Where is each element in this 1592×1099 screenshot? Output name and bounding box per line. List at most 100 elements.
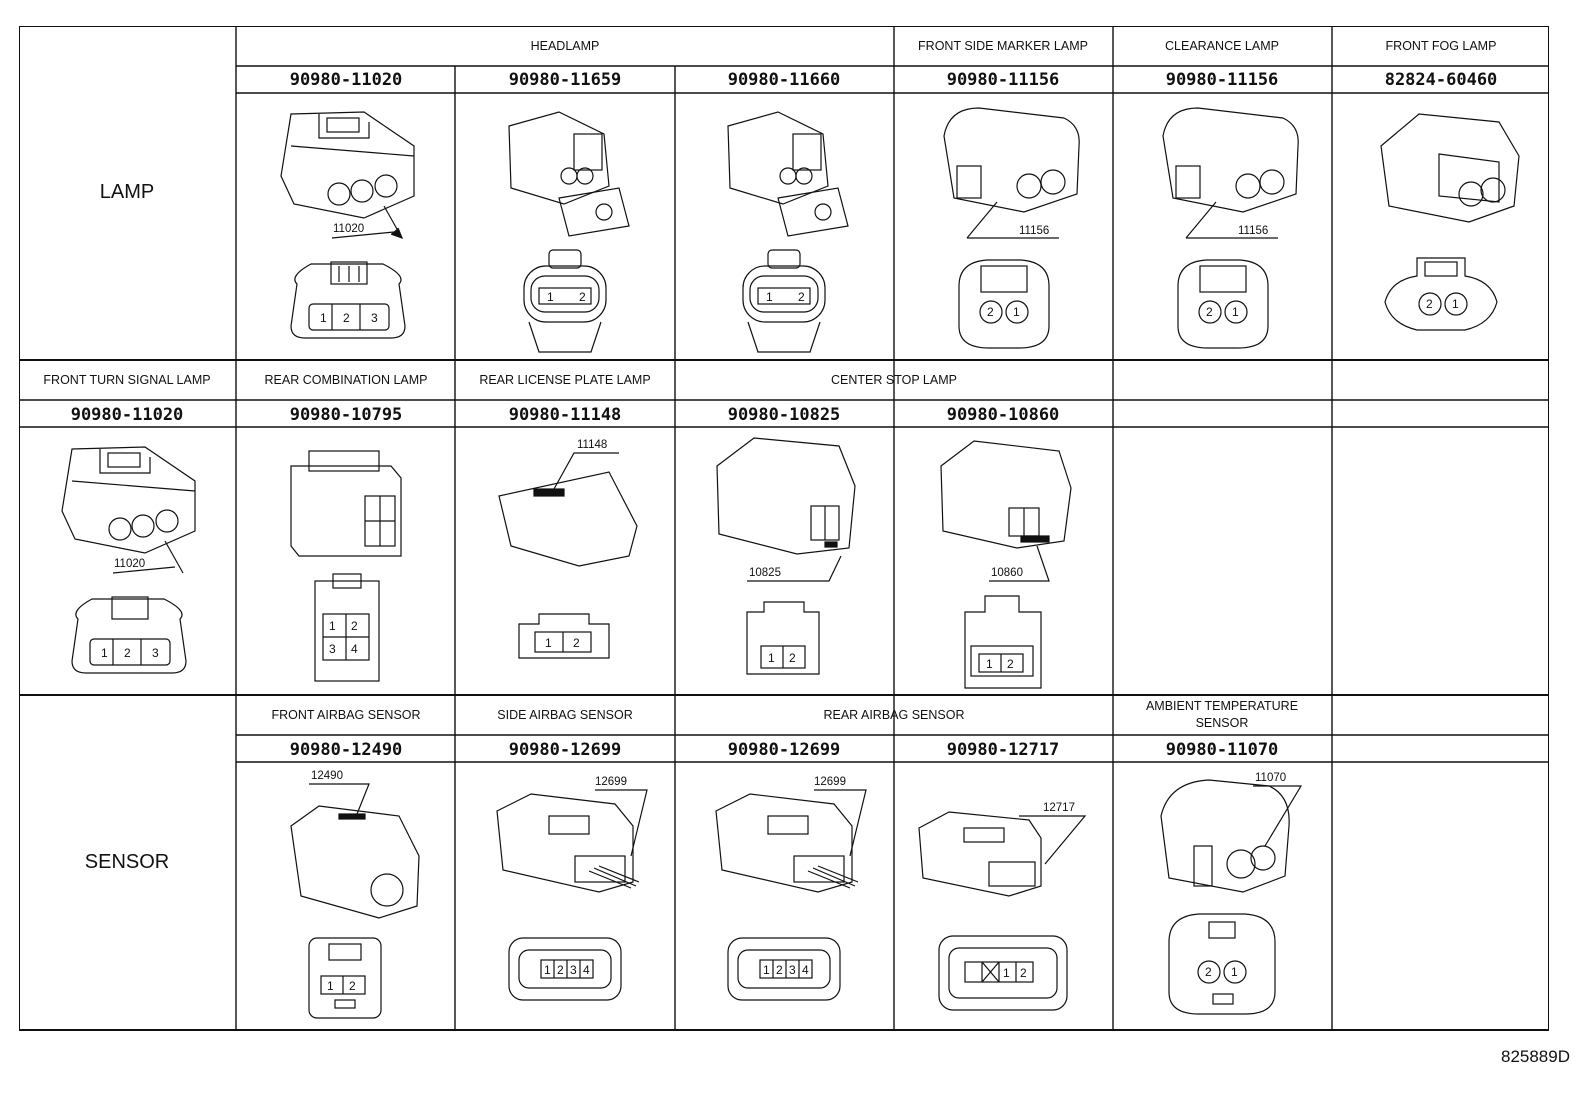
pin-label: 2 xyxy=(573,636,580,650)
connector-drawing-12490: 12490 1 2 xyxy=(290,770,420,1019)
connector-label: 11156 xyxy=(1019,225,1049,237)
part-number: 90980-11156 xyxy=(947,70,1060,90)
pin-label: 2 xyxy=(343,311,350,325)
header-ambient-temperature-sensor-line2: SENSOR xyxy=(1196,716,1249,730)
connector-label: 11148 xyxy=(577,439,607,451)
connector-drawing-12699-side: 12699 1 2 3 4 xyxy=(496,776,648,1001)
pin-label: 3 xyxy=(570,963,577,977)
pin-label: 1 xyxy=(766,290,773,304)
pin-label: 1 xyxy=(101,646,108,660)
pin-label: 2 xyxy=(1426,297,1433,311)
header-side-airbag-sensor: SIDE AIRBAG SENSOR xyxy=(497,708,632,722)
connector-chart: LAMP SENSOR HEADLAMP FRONT SIDE MARKER L… xyxy=(19,26,1549,1031)
part-number: 90980-11070 xyxy=(1166,740,1279,760)
pin-label: 2 xyxy=(798,290,805,304)
connector-label: 10860 xyxy=(991,567,1023,579)
connector-drawing-12699-rear: 12699 1 2 3 4 xyxy=(715,776,867,1001)
document-id: 825889D xyxy=(1500,1047,1570,1066)
pin-label: 4 xyxy=(802,963,809,977)
pin-label: 1 xyxy=(547,290,554,304)
part-number: 90980-10860 xyxy=(947,405,1060,425)
part-number: 90980-11148 xyxy=(509,405,622,425)
pin-label: 4 xyxy=(583,963,590,977)
part-number: 90980-11659 xyxy=(509,70,622,90)
pin-label: 4 xyxy=(351,642,358,656)
header-headlamp: HEADLAMP xyxy=(531,39,600,53)
pin-label: 3 xyxy=(329,642,336,656)
connector-label: 10825 xyxy=(749,567,781,579)
part-number: 90980-11660 xyxy=(728,70,841,90)
connector-drawing-11659: 1 2 xyxy=(508,111,630,353)
pin-label: 2 xyxy=(1007,657,1014,671)
part-number: 90980-11020 xyxy=(290,70,403,90)
header-front-side-marker-lamp: FRONT SIDE MARKER LAMP xyxy=(918,39,1088,53)
pin-label: 1 xyxy=(329,619,336,633)
connector-chart-svg: LAMP SENSOR HEADLAMP FRONT SIDE MARKER L… xyxy=(19,26,1549,1031)
pin-label: 1 xyxy=(327,979,334,993)
connector-drawing-10825: 10825 1 2 xyxy=(716,437,856,675)
pin-label: 1 xyxy=(1232,305,1239,319)
part-number: 90980-11156 xyxy=(1166,70,1279,90)
part-number: 90980-12699 xyxy=(728,740,841,760)
pin-label: 2 xyxy=(124,646,131,660)
pin-label: 1 xyxy=(1013,305,1020,319)
category-lamp: LAMP xyxy=(100,181,154,203)
part-number: 90980-10795 xyxy=(290,405,403,425)
connector-drawing-11660: 1 2 xyxy=(727,111,849,353)
header-clearance-lamp: CLEARANCE LAMP xyxy=(1165,39,1279,53)
header-rear-airbag-sensor: REAR AIRBAG SENSOR xyxy=(823,708,964,722)
pin-label: 1 xyxy=(544,963,551,977)
connector-drawing-10795: 1 2 3 4 xyxy=(290,450,402,682)
pin-label: 2 xyxy=(987,305,994,319)
part-number: 90980-12699 xyxy=(509,740,622,760)
header-ambient-temperature-sensor: AMBIENT TEMPERATURE xyxy=(1146,699,1298,713)
connector-label: 12699 xyxy=(814,776,846,788)
header-front-fog-lamp: FRONT FOG LAMP xyxy=(1386,39,1497,53)
pin-label: 2 xyxy=(1020,966,1027,980)
part-number: 82824-60460 xyxy=(1385,70,1498,90)
pin-label: 1 xyxy=(1231,965,1238,979)
pin-label: 1 xyxy=(320,311,327,325)
connector-label: 11070 xyxy=(1255,772,1286,784)
pin-label: 2 xyxy=(349,979,356,993)
pin-label: 1 xyxy=(1003,966,1010,980)
connector-label: 12717 xyxy=(1043,802,1075,814)
connector-drawing-11156-clearance: 11156 2 1 xyxy=(1162,107,1299,349)
pin-label: 1 xyxy=(763,963,770,977)
connector-drawing-60460: 2 1 xyxy=(1380,113,1520,331)
part-number: 90980-12717 xyxy=(947,740,1060,760)
pin-label: 2 xyxy=(789,651,796,665)
grid-lines xyxy=(19,26,1549,1031)
pin-label: 3 xyxy=(371,311,378,325)
pin-label: 2 xyxy=(351,619,358,633)
header-front-turn-signal-lamp: FRONT TURN SIGNAL LAMP xyxy=(43,373,210,387)
pin-label: 1 xyxy=(768,651,775,665)
connector-drawing-12717: 12717 1 2 xyxy=(918,802,1087,1011)
part-number: 90980-12490 xyxy=(290,740,403,760)
pin-label: 1 xyxy=(986,657,993,671)
header-front-airbag-sensor: FRONT AIRBAG SENSOR xyxy=(271,708,420,722)
pin-label: 2 xyxy=(1205,965,1212,979)
connector-label: 12699 xyxy=(595,776,627,788)
connector-drawing-11148: 11148 1 2 xyxy=(498,439,638,659)
pin-label: 2 xyxy=(776,963,783,977)
pin-label: 3 xyxy=(152,646,159,660)
pin-label: 2 xyxy=(1206,305,1213,319)
pin-label: 1 xyxy=(545,636,552,650)
connector-drawing-10860: 10860 1 2 xyxy=(940,440,1072,689)
pin-label: 1 xyxy=(1452,297,1459,311)
connector-drawing-11070: 11070 2 1 xyxy=(1160,772,1303,1015)
connector-label: 11156 xyxy=(1238,225,1268,237)
pin-label: 2 xyxy=(579,290,586,304)
connector-drawing-11020-turn: 11020 1 2 3 xyxy=(61,446,196,674)
part-number: 90980-10825 xyxy=(728,405,841,425)
connector-label: 12490 xyxy=(311,770,343,782)
connector-label: 11020 xyxy=(333,223,364,235)
header-center-stop-lamp: CENTER STOP LAMP xyxy=(831,373,957,387)
connector-drawing-11156-marker: 11156 2 1 xyxy=(943,107,1080,349)
category-sensor: SENSOR xyxy=(85,851,169,873)
part-number: 90980-11020 xyxy=(71,405,184,425)
connector-label: 11020 xyxy=(114,558,145,570)
connector-drawing-11020: 11020 1 2 3 xyxy=(280,111,415,339)
pin-label: 2 xyxy=(557,963,564,977)
